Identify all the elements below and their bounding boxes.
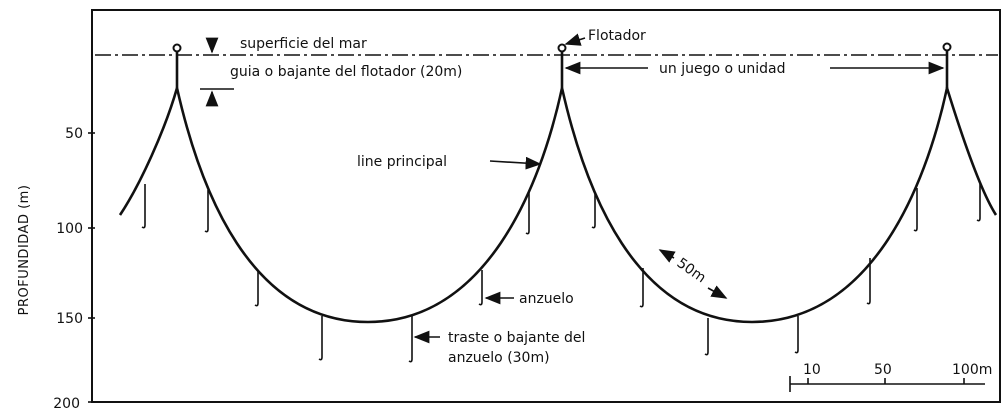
y-axis: 50 100 150 200 PROFUNDIDAD (m)	[17, 126, 95, 412]
scale-label-50: 50	[874, 362, 892, 378]
branch-line	[525, 192, 530, 235]
main-line-label: line principal	[357, 154, 447, 170]
branch-line	[478, 270, 483, 306]
float-pointer	[564, 33, 586, 46]
branch-line	[704, 318, 709, 356]
branch-line	[591, 192, 596, 229]
main-line	[118, 82, 998, 324]
scale-label-10: 10	[803, 362, 821, 378]
float-line-label: guia o bajante del flotador (20m)	[230, 64, 462, 80]
y-tick-50: 50	[65, 126, 83, 142]
y-tick-200: 200	[53, 396, 80, 412]
branch-line	[204, 190, 209, 233]
float-label: Flotador	[588, 28, 646, 44]
branch-line	[913, 188, 918, 232]
float-1	[172, 43, 182, 53]
branch-line-label-2: anzuelo (30m)	[448, 350, 550, 366]
y-axis-title: PROFUNDIDAD (m)	[17, 185, 32, 316]
branch-line	[141, 184, 146, 229]
branch-line	[976, 184, 981, 222]
branch-line	[254, 270, 259, 307]
unit-label: un juego o unidad	[659, 61, 785, 77]
branch-line-label-1: traste o bajante del	[448, 330, 585, 346]
floats	[172, 42, 952, 53]
branch-line	[408, 316, 413, 363]
y-tick-150: 150	[56, 311, 83, 327]
segment-label: 50m	[674, 255, 709, 286]
float-line-dimension	[200, 37, 234, 107]
branch-line	[794, 316, 799, 354]
float-lines	[175, 51, 949, 88]
branch-line	[639, 268, 644, 308]
y-tick-100: 100	[56, 221, 83, 237]
float-3	[942, 42, 952, 52]
scale-bar: 10 50 100m	[789, 362, 992, 392]
branch-line	[866, 258, 871, 305]
plot-frame	[91, 9, 1001, 403]
branch-line	[318, 316, 323, 361]
float-2	[557, 43, 567, 53]
surface-label: superficie del mar	[240, 36, 367, 52]
segment-dimension	[658, 249, 728, 299]
main-line-pointer	[489, 156, 542, 170]
scale-label-100m: 100m	[952, 362, 992, 378]
hook-label: anzuelo	[519, 291, 574, 307]
branch-lines	[141, 184, 981, 363]
